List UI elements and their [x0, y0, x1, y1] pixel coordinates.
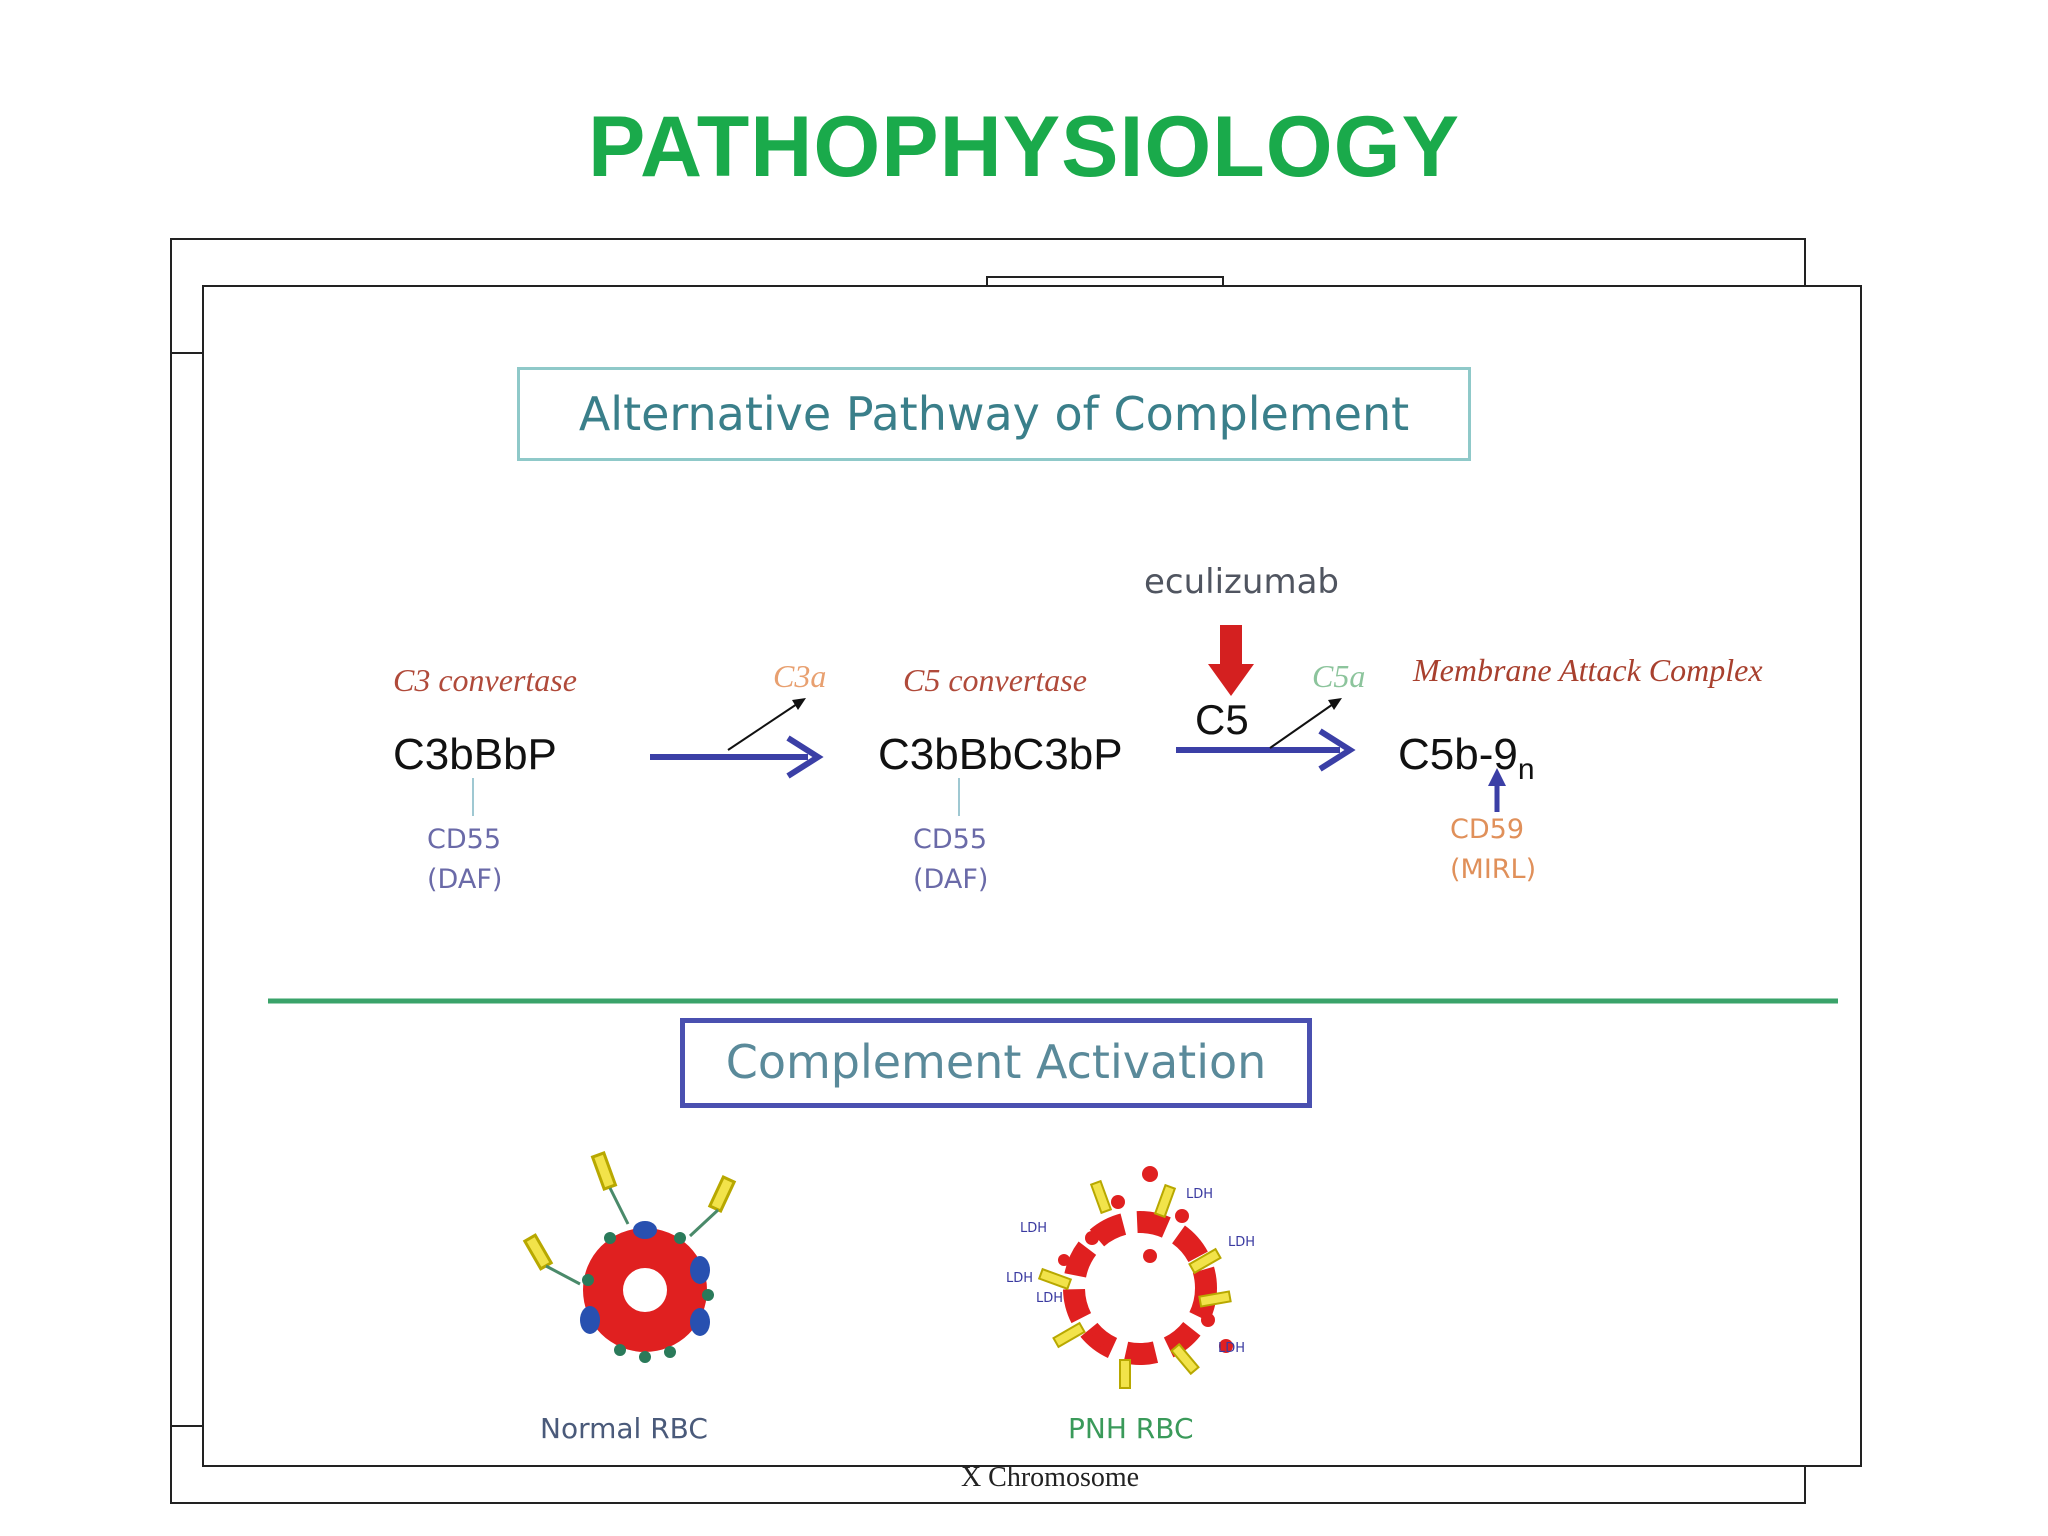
- pnh-rbc-illustration: LDH LDH LDH LDH LDH LDH: [1006, 1166, 1255, 1389]
- pathway-title: Alternative Pathway of Complement: [578, 387, 1410, 441]
- ldh-label: LDH: [1036, 1291, 1063, 1306]
- normal-rbc-illustration: [522, 1151, 737, 1363]
- eculizumab-label: eculizumab: [1144, 562, 1339, 602]
- normal-rbc-caption: Normal RBC: [540, 1412, 708, 1445]
- x-chromosome-caption: X Chromosome: [960, 1462, 1140, 1493]
- c3a-branch-arrow: [727, 698, 806, 751]
- cd55-regulator-1: CD55 (DAF): [427, 820, 502, 900]
- cd55-label: CD55: [427, 824, 501, 855]
- c3-convertase-label: C3 convertase: [393, 662, 577, 698]
- normal-rbc-center: [623, 1268, 667, 1312]
- cd55-cd59-proteins: [580, 1221, 710, 1336]
- ldh-label: LDH: [1006, 1271, 1033, 1286]
- c5-convertase-label: C5 convertase: [903, 662, 1087, 698]
- cd55-label: CD55: [913, 824, 987, 855]
- antibody-icon: [1037, 1179, 1232, 1389]
- mirl-label: (MIRL): [1450, 854, 1537, 885]
- background-figure-tab: [986, 276, 1224, 286]
- ldh-label: LDH: [1186, 1187, 1213, 1202]
- antibody-icon: [522, 1151, 737, 1271]
- background-figure-line: [170, 352, 204, 354]
- gpi-anchors: [582, 1232, 714, 1363]
- c5a-label: C5a: [1312, 658, 1366, 694]
- c5-substrate: C5: [1195, 696, 1249, 743]
- c5a-branch-arrow: [1269, 698, 1342, 749]
- cd55-regulator-2: CD55 (DAF): [913, 820, 988, 900]
- eculizumab-block-arrow: [1208, 625, 1254, 696]
- ldh-label: LDH: [1218, 1341, 1245, 1356]
- c3a-label: C3a: [773, 658, 827, 694]
- c3bbbc3bp-complex: C3bBbC3bP: [878, 730, 1123, 779]
- c3bbbp-complex: C3bBbP: [393, 730, 557, 779]
- c5b9-subscript: n: [1517, 752, 1535, 786]
- rbc-stalks: [545, 1187, 720, 1286]
- daf-label: (DAF): [427, 864, 503, 895]
- pathway-figure-frame: [202, 285, 1862, 1467]
- activation-title-box: Complement Activation: [680, 1018, 1312, 1108]
- background-figure-line: [170, 1425, 204, 1427]
- slide-title: PATHOPHYSIOLOGY: [588, 99, 1460, 195]
- pathway-title-box: Alternative Pathway of Complement: [517, 367, 1471, 461]
- activation-title: Complement Activation: [725, 1035, 1267, 1089]
- daf-label: (DAF): [913, 864, 989, 895]
- pnh-rbc-caption: PNH RBC: [1068, 1412, 1194, 1445]
- ldh-label: LDH: [1228, 1235, 1255, 1250]
- reaction-arrow-2: [1176, 728, 1356, 772]
- cd59-label: CD59: [1450, 814, 1524, 845]
- ldh-particles: [1058, 1166, 1233, 1353]
- ldh-labels: LDH LDH LDH LDH LDH LDH: [1006, 1187, 1255, 1356]
- cd59-regulator: CD59 (MIRL): [1450, 810, 1536, 890]
- cd59-inhibit-arrow: [1488, 768, 1506, 812]
- ldh-label: LDH: [1020, 1221, 1047, 1236]
- reaction-arrow-1: [650, 735, 824, 779]
- pnh-rbc-body: [1063, 1211, 1217, 1365]
- mac-label: Membrane Attack Complex: [1413, 652, 1763, 688]
